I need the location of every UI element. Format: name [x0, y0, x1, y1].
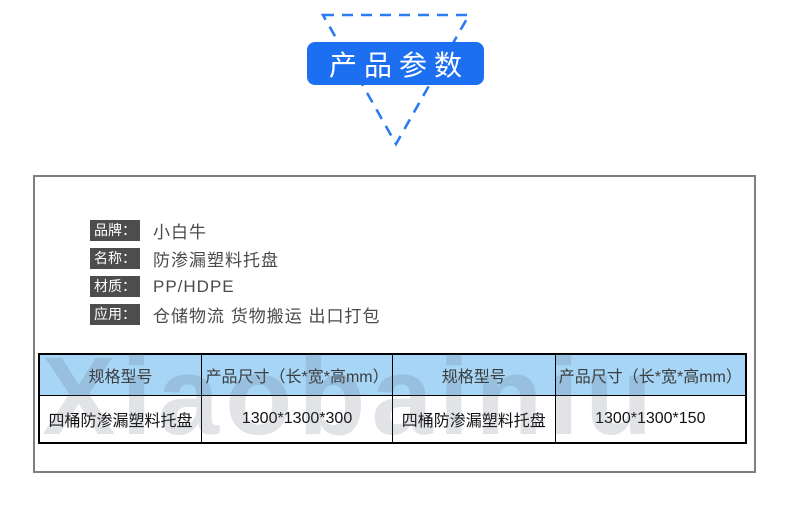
product-panel: 品牌： 小白牛 名称： 防渗漏塑料托盘 材质： PP/HDPE 应用： 仓储物流…	[33, 175, 756, 473]
header-model-2: 规格型号	[391, 353, 556, 396]
spec-table-header-row: 规格型号 产品尺寸（长*宽*高mm） 规格型号 产品尺寸（长*宽*高mm）	[38, 353, 747, 396]
field-row-name: 名称： 防渗漏塑料托盘	[90, 248, 380, 270]
cell-model-1: 四桶防渗漏塑料托盘	[38, 395, 203, 444]
field-row-material: 材质： PP/HDPE	[90, 276, 380, 297]
cell-size-2: 1300*1300*150	[554, 395, 747, 444]
section-title: 产品参数	[328, 49, 469, 81]
product-info-list: 品牌： 小白牛 名称： 防渗漏塑料托盘 材质： PP/HDPE 应用： 仓储物流…	[90, 220, 380, 332]
cell-size-1: 1300*1300*300	[201, 395, 393, 444]
field-row-application: 应用： 仓储物流 货物搬运 出口打包	[90, 304, 381, 326]
table-row: 四桶防渗漏塑料托盘 1300*1300*300 四桶防渗漏塑料托盘 1300*1…	[38, 395, 747, 444]
name-value: 防渗漏塑料托盘	[153, 251, 279, 270]
application-value: 仓储物流 货物搬运 出口打包	[153, 307, 381, 326]
section-title-banner: 产品参数	[307, 42, 484, 85]
field-row-brand: 品牌： 小白牛	[90, 220, 380, 242]
header-size-1: 产品尺寸（长*宽*高mm）	[201, 353, 393, 396]
header-model-1: 规格型号	[38, 353, 203, 396]
cell-model-2: 四桶防渗漏塑料托盘	[391, 395, 556, 444]
material-label-badge: 材质：	[90, 276, 140, 297]
material-value: PP/HDPE	[153, 276, 235, 296]
brand-label-badge: 品牌：	[90, 220, 140, 241]
spec-table: 规格型号 产品尺寸（长*宽*高mm） 规格型号 产品尺寸（长*宽*高mm） 四桶…	[38, 353, 747, 444]
header-size-2: 产品尺寸（长*宽*高mm）	[554, 353, 747, 396]
application-label-badge: 应用：	[90, 304, 140, 325]
name-label-badge: 名称：	[90, 248, 140, 269]
brand-value: 小白牛	[153, 223, 207, 242]
